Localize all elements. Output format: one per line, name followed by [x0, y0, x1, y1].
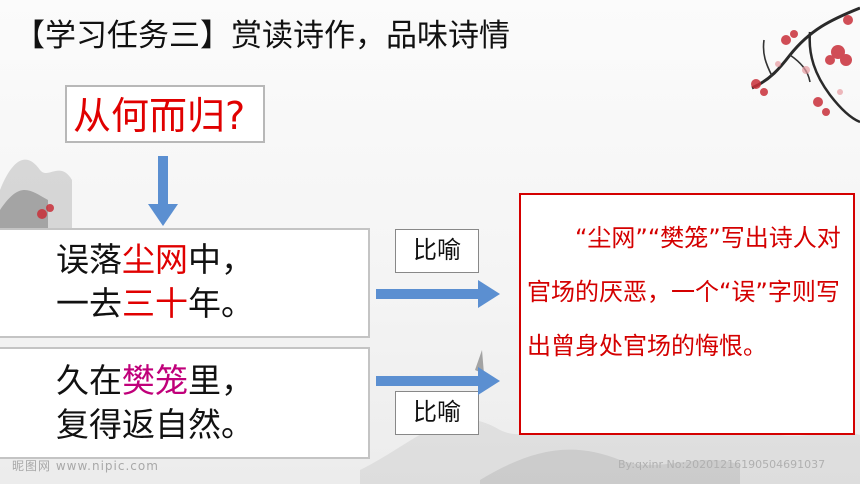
watermark-left: 昵图网 www.nipic.com [12, 459, 159, 473]
metaphor-tag-2: 比喻 [395, 391, 479, 435]
poem-keyword: 尘网 [122, 240, 188, 279]
poem-text: 年。 [188, 284, 254, 323]
poem-box-1: 误落尘网中， 一去三十年。 [0, 228, 370, 338]
poem-text: 久在 [56, 361, 122, 400]
metaphor-tag-1: 比喻 [395, 229, 479, 273]
watermark-right: By:qxinr No:20201216190504691037 [618, 458, 826, 471]
arrow-down-icon [148, 156, 178, 226]
poem-keyword: 三十 [122, 284, 188, 323]
poem-text: 中， [188, 240, 254, 279]
poem-keyword: 樊笼 [122, 361, 188, 400]
poem-line: 久在樊笼里， [56, 359, 368, 403]
analysis-box: “尘网”“樊笼”写出诗人对官场的厌恶，一个“误”字则写出曾身处官场的悔恨。 [519, 193, 855, 435]
arrow-right-icon [376, 280, 500, 308]
plum-blossom-branch-decoration [751, 6, 860, 124]
question-box: 从何而归? [65, 85, 265, 143]
poem-line: 复得返自然。 [56, 405, 254, 444]
poem-line: 一去三十年。 [56, 282, 368, 326]
poem-text: 误落 [56, 240, 122, 279]
analysis-text: “尘网”“樊笼”写出诗人对官场的厌恶，一个“误”字则写出曾身处官场的悔恨。 [527, 224, 841, 360]
poem-box-2: 久在樊笼里， 复得返自然。 [0, 347, 370, 459]
poem-line: 误落尘网中， [56, 238, 368, 282]
poem-text: 一去 [56, 284, 122, 323]
poem-text: 里， [188, 361, 254, 400]
page-title: 【学习任务三】赏读诗作，品味诗情 [14, 18, 510, 54]
